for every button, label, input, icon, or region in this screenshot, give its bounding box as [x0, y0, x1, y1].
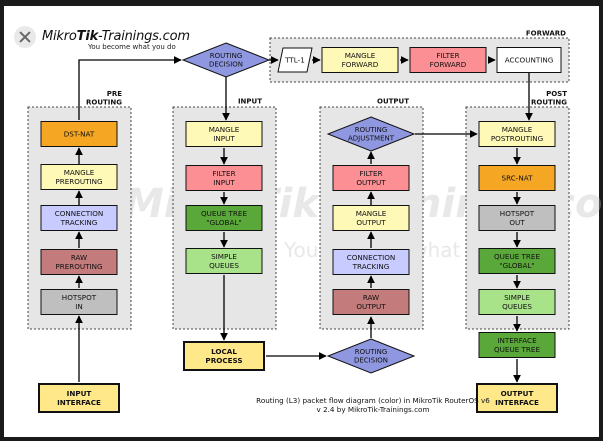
node-simple-queues-input-label-line-2: QUEUES: [209, 261, 239, 270]
node-mangle-postrouting-label-line-2: POSTROUTING: [491, 134, 543, 143]
node-connection-tracking-pre: [40, 205, 118, 231]
node-routing-adjustment: [326, 116, 416, 152]
node-mangle-input-label-line-1: MANGLE: [209, 125, 240, 134]
node-mangle-output: [332, 205, 410, 231]
node-routing-decision-bottom-label-line-1: ROUTING: [355, 348, 388, 356]
node-simple-queues-input-label-line-1: SIMPLE: [211, 252, 237, 261]
node-routing-decision-bottom-label-line-2: DECISION: [354, 357, 388, 365]
node-routing-adjustment-label-line-2: ADJUSTMENT: [348, 135, 395, 143]
node-mangle-prerouting-label-line-1: MANGLE: [64, 168, 95, 177]
node-connection-tracking-out-label-line-2: TRACKING: [352, 262, 390, 271]
node-interface-queue-tree: [478, 332, 556, 358]
node-src-nat: [478, 165, 556, 191]
node-mangle-prerouting: [40, 164, 118, 190]
flow-arrow-6: [78, 56, 182, 120]
node-raw-output-label-line-2: OUTPUT: [356, 302, 386, 311]
label-postrouting-line-1: POST: [546, 90, 567, 98]
node-simple-queues-post: [478, 289, 556, 315]
node-raw-prerouting-label-line-1: RAW: [71, 253, 87, 262]
node-hotspot-out-label-line-2: OUT: [509, 218, 525, 227]
node-raw-output: [332, 289, 410, 315]
label-output-line-1: OUTPUT: [377, 97, 409, 105]
node-connection-tracking-pre-label-line-2: TRACKING: [60, 218, 98, 227]
node-output-interface-label-line-1: OUTPUT: [501, 389, 534, 398]
node-filter-input: [185, 165, 263, 191]
node-mangle-output-label-line-2: OUTPUT: [356, 218, 386, 227]
node-simple-queues-post-label-line-1: SIMPLE: [504, 293, 530, 302]
diagram-frame: MikroTik-Trainings.com You become what y…: [4, 6, 603, 437]
node-local-process-label-line-1: LOCAL: [211, 347, 237, 356]
caption-line-1: Routing (L3) packet flow diagram (color)…: [256, 396, 490, 405]
node-routing-decision-bottom: [326, 338, 416, 374]
node-filter-output-label-line-2: OUTPUT: [356, 178, 386, 187]
logo-tagline: You become what you do: [88, 43, 176, 51]
node-hotspot-in: [40, 289, 118, 315]
node-filter-forward-label-line-2: FORWARD: [430, 60, 467, 69]
node-input-interface-label-line-1: INPUT: [67, 389, 92, 398]
node-raw-prerouting-label-line-2: PREROUTING: [55, 262, 102, 271]
node-local-process: [183, 341, 265, 371]
node-src-nat-label-line-1: SRC-NAT: [502, 174, 534, 183]
node-filter-input-label-line-2: INPUT: [213, 178, 235, 187]
node-routing-decision-top-label-line-2: DECISION: [209, 61, 243, 69]
node-mangle-output-label-line-1: MANGLE: [356, 209, 387, 218]
node-routing-decision-top-label-line-1: ROUTING: [210, 52, 243, 60]
node-hotspot-out: [478, 205, 556, 231]
node-interface-queue-tree-label-line-1: INTERFACE: [497, 336, 537, 345]
node-connection-tracking-pre-label-line-1: CONNECTION: [55, 209, 104, 218]
node-mangle-forward-label-line-2: FORWARD: [342, 60, 379, 69]
node-mangle-postrouting-label-line-1: MANGLE: [502, 125, 533, 134]
node-connection-tracking-out: [332, 249, 410, 275]
label-prerouting-line-2: ROUTING: [86, 99, 122, 107]
node-queue-tree-global-input-label-line-1: QUEUE TREE: [201, 209, 247, 218]
node-hotspot-in-label-line-1: HOTSPOT: [62, 293, 97, 302]
node-filter-forward: [409, 47, 487, 73]
node-hotspot-in-label-line-2: IN: [75, 302, 83, 311]
node-queue-tree-global-post-label-line-2: "GLOBAL": [499, 261, 534, 270]
node-dst-nat: [40, 121, 118, 147]
logo-brand: MikroTik-Trainings.com: [42, 29, 190, 44]
node-mangle-forward: [321, 47, 399, 73]
label-prerouting-line-1: PRE: [107, 90, 123, 98]
node-ttl: [277, 47, 313, 73]
node-accounting-label-line-1: ACCOUNTING: [505, 56, 554, 65]
node-mangle-input: [185, 121, 263, 147]
node-connection-tracking-out-label-line-1: CONNECTION: [347, 253, 396, 262]
node-hotspot-out-label-line-1: HOTSPOT: [500, 209, 535, 218]
node-mangle-forward-label-line-1: MANGLE: [345, 51, 376, 60]
caption-line-2: v 2.4 by MikroTik-Trainings.com: [317, 405, 430, 414]
node-accounting: [496, 47, 562, 73]
node-output-interface: [476, 383, 558, 413]
node-mangle-prerouting-label-line-2: PREROUTING: [55, 177, 102, 186]
node-input-interface: [38, 383, 120, 413]
node-filter-output-label-line-1: FILTER: [359, 169, 382, 178]
node-raw-output-label-line-1: RAW: [363, 293, 379, 302]
logo: MikroTik-Trainings.com You become what y…: [42, 29, 190, 51]
node-ttl-label-line-1: TTL-1: [284, 56, 305, 65]
node-filter-input-label-line-1: FILTER: [212, 169, 235, 178]
node-filter-output: [332, 165, 410, 191]
node-mangle-postrouting: [478, 121, 556, 147]
label-postrouting-line-2: ROUTING: [531, 99, 567, 107]
label-forward-line-1: FORWARD: [526, 29, 566, 37]
node-simple-queues-input: [185, 248, 263, 274]
node-queue-tree-global-input-label-line-2: "GLOBAL": [206, 218, 241, 227]
label-input-line-1: INPUT: [238, 97, 262, 105]
node-simple-queues-post-label-line-2: QUEUES: [502, 302, 532, 311]
node-output-interface-label-line-2: INTERFACE: [495, 398, 539, 407]
close-icon[interactable]: [14, 26, 36, 48]
node-routing-decision-top: [181, 42, 271, 78]
node-interface-queue-tree-label-line-2: QUEUE TREE: [494, 345, 540, 354]
node-mangle-input-label-line-2: INPUT: [213, 134, 235, 143]
node-raw-prerouting: [40, 249, 118, 275]
node-queue-tree-global-post: [478, 248, 556, 274]
node-filter-forward-label-line-1: FILTER: [436, 51, 459, 60]
node-input-interface-label-line-2: INTERFACE: [57, 398, 101, 407]
node-queue-tree-global-input: [185, 205, 263, 231]
node-local-process-label-line-2: PROCESS: [205, 356, 242, 365]
node-queue-tree-global-post-label-line-1: QUEUE TREE: [494, 252, 540, 261]
node-dst-nat-label-line-1: DST-NAT: [64, 130, 95, 139]
node-routing-adjustment-label-line-1: ROUTING: [355, 126, 388, 134]
